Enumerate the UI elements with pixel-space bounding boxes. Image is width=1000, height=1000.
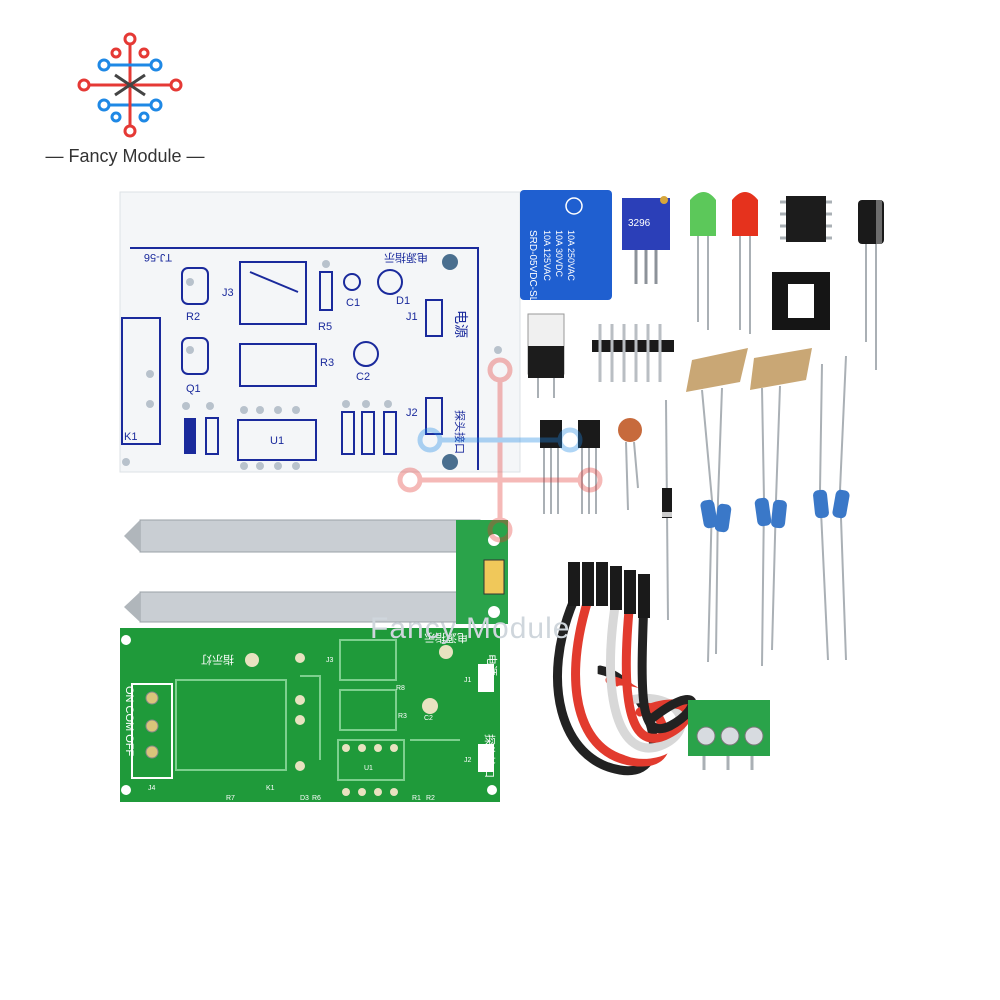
green-ref-j3: J3 — [326, 657, 334, 664]
green-ref-k1: K1 — [266, 785, 275, 792]
white-ref-c1: C1 — [346, 297, 360, 309]
brand-logo — [77, 32, 183, 138]
green-ref-j4: J4 — [148, 785, 156, 792]
resistor-tape-1 — [686, 348, 748, 392]
green-ref-j2: J2 — [464, 757, 472, 764]
brand-line-right: — — [181, 146, 205, 166]
potentiometer-component: 3296 — [622, 196, 670, 284]
pot-text: 3296 — [628, 218, 651, 229]
green-ref-r3: R3 — [398, 713, 407, 720]
green-ref-d3: D3 — [300, 795, 309, 802]
green-ref-r2: R2 — [426, 795, 435, 802]
brand-name-text: Fancy Module — [68, 146, 182, 166]
white-power-text: 电源 — [453, 310, 469, 338]
white-ref-r2: R2 — [186, 311, 200, 323]
green-power-indicator-text: 电源指示 — [424, 631, 468, 645]
green-ref-j1: J1 — [464, 677, 472, 684]
green-indicator-text: 指示灯 — [201, 653, 234, 667]
transistor-1 — [540, 420, 562, 514]
green-ref-r6: R6 — [312, 795, 321, 802]
white-ref-k1: K1 — [124, 431, 137, 443]
white-model-text: TJ-56 — [144, 251, 172, 263]
watermark-text: Fancy Module — [370, 612, 571, 645]
white-ref-j3: J3 — [222, 287, 234, 299]
transistor-2 — [578, 420, 600, 514]
relay-line-1: 10A 250VAC — [566, 230, 576, 281]
brand-line-left: — — [45, 146, 69, 166]
green-ref-r8: R8 — [396, 685, 405, 692]
dupont-connectors — [568, 562, 650, 618]
green-ref-r7: R7 — [226, 795, 235, 802]
red-led — [732, 192, 758, 334]
green-pcb: ON COM OFF 指示灯 电源指示 电源 探头接口 J4 K1 R7 R6 … — [120, 519, 508, 802]
white-ref-r3: R3 — [320, 357, 334, 369]
white-probe-port-text: 探头接口 — [453, 410, 466, 454]
relay-line-2: 10A 30VDC — [554, 230, 564, 278]
relay-component: 10A 250VAC 10A 30VDC 10A 125VAC SRD-05VD… — [520, 190, 612, 313]
screw-terminal — [688, 700, 770, 770]
pin-header — [592, 324, 674, 382]
green-relay-terms: ON COM OFF — [123, 686, 135, 757]
green-ref-r1: R1 — [412, 795, 421, 802]
white-ref-u1: U1 — [270, 435, 284, 447]
electrolytic-capacitor — [858, 200, 884, 370]
green-led — [690, 192, 716, 330]
relay-line-3: 10A 125VAC — [542, 230, 552, 281]
white-power-indicator-text: 电源指示 — [384, 251, 428, 265]
white-ref-j1: J1 — [406, 311, 418, 323]
white-ref-j2: J2 — [406, 407, 418, 419]
relay-line-4: SRD-05VDC-SL-C — [527, 230, 538, 313]
white-pcb: TJ-56 电源指示 电源 探头接口 J3 R2 Q1 D1 C1 R5 J1 … — [119, 191, 521, 473]
dupont-wires — [553, 595, 697, 776]
green-ref-c2: C2 — [424, 715, 433, 722]
brand-name: — Fancy Module — — [40, 146, 210, 167]
diode — [662, 399, 672, 621]
white-ref-r5: R5 — [318, 321, 332, 333]
ceramic-capacitor — [618, 418, 642, 511]
resistor-bodies — [700, 489, 850, 533]
watermark-logo — [397, 357, 603, 543]
white-ref-c2: C2 — [356, 371, 370, 383]
ic-socket — [772, 272, 830, 330]
white-ref-d1: D1 — [396, 295, 410, 307]
push-switch — [527, 313, 565, 398]
white-ref-q1: Q1 — [186, 383, 201, 395]
resistor-tape-2 — [750, 348, 812, 390]
ic-chip — [780, 196, 832, 242]
green-ref-u1: U1 — [364, 765, 373, 772]
